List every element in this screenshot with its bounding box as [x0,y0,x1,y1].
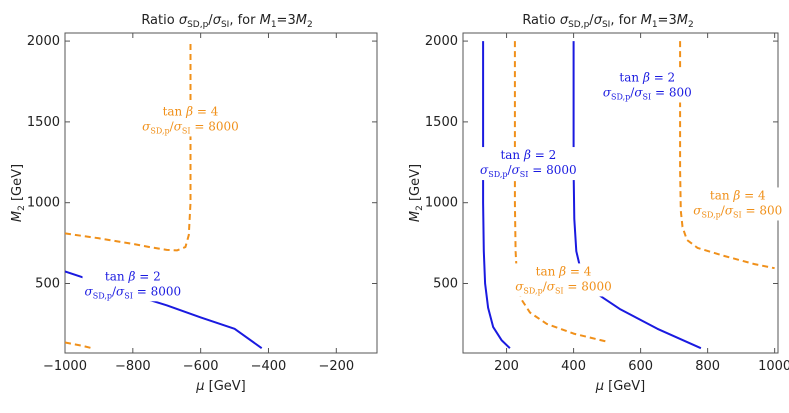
x-tick-label: −200 [318,359,354,374]
y-tick-label: 2000 [27,34,60,49]
y-tick-label: 2000 [425,34,458,49]
x-tick-label: −1000 [43,359,87,374]
x-tick-label: 800 [695,359,720,374]
annotation-background [691,187,785,221]
annotation-ratio: σSD,p/σSI = 800 [603,85,692,101]
x-tick-label: 600 [628,359,653,374]
chart-title: Ratio σSD,p/σSI, for M1=3M2 [522,13,693,30]
annotation-background [513,263,614,297]
y-tick-label: 1000 [27,196,60,211]
contour-orange-dashed-2 [65,341,93,350]
annotation-tan-beta: tan β = 4 [536,264,592,278]
y-tick-label: 500 [35,277,60,292]
annotation-tan-beta: tan β = 2 [105,269,161,283]
x-tick-label: −800 [115,359,151,374]
contour-orange-dashed-2 [513,41,608,343]
annotation-background [478,147,579,181]
contour-orange-dashed-4 [679,41,775,270]
x-axis-label: μ [GeV] [595,379,646,394]
annotation-ratio: σSD,p/σSI = 8000 [515,279,612,295]
y-axis-label: M2 [GeV] [408,164,425,222]
y-tick-label: 1500 [425,115,458,130]
annotation-background [600,69,694,103]
x-tick-label: 200 [494,359,519,374]
annotation-tan-beta: tan β = 4 [163,104,219,118]
annotation-tan-beta: tan β = 4 [710,188,766,202]
contour-blue-solid-1 [482,41,511,349]
y-tick-label: 1000 [425,196,458,211]
x-tick-label: 400 [561,359,586,374]
contour-orange-dashed-1 [65,41,192,252]
annotation-tan-beta: tan β = 2 [500,148,556,162]
y-tick-label: 1500 [27,115,60,130]
annotation-ratio: σSD,p/σSI = 8000 [480,163,577,179]
annotation-tan-beta: tan β = 2 [619,70,675,84]
y-tick-label: 500 [433,277,458,292]
annotation-ratio: σSD,p/σSI = 800 [693,203,782,219]
x-tick-label: −600 [183,359,219,374]
chart-title: Ratio σSD,p/σSI, for M1=3M2 [141,13,312,30]
plot-frame [64,32,378,354]
annotation-background [140,103,241,137]
x-axis-label: μ [GeV] [195,379,246,394]
y-axis-label: M2 [GeV] [10,164,27,222]
annotation-ratio: σSD,p/σSI = 8000 [142,119,239,135]
annotation-background [82,268,184,302]
x-tick-label: −400 [251,359,287,374]
x-tick-label: 1000 [758,359,789,374]
plot-panel-1: Ratio σSD,p/σSI, for M1=3M2 −1000 −800 −600… [10,13,378,394]
plot-panel-2: Ratio σSD,p/σSI, for M1=3M2 200 400 600 800 1… [408,13,789,394]
annotation-ratio: σSD,p/σSI = 8000 [85,284,182,300]
